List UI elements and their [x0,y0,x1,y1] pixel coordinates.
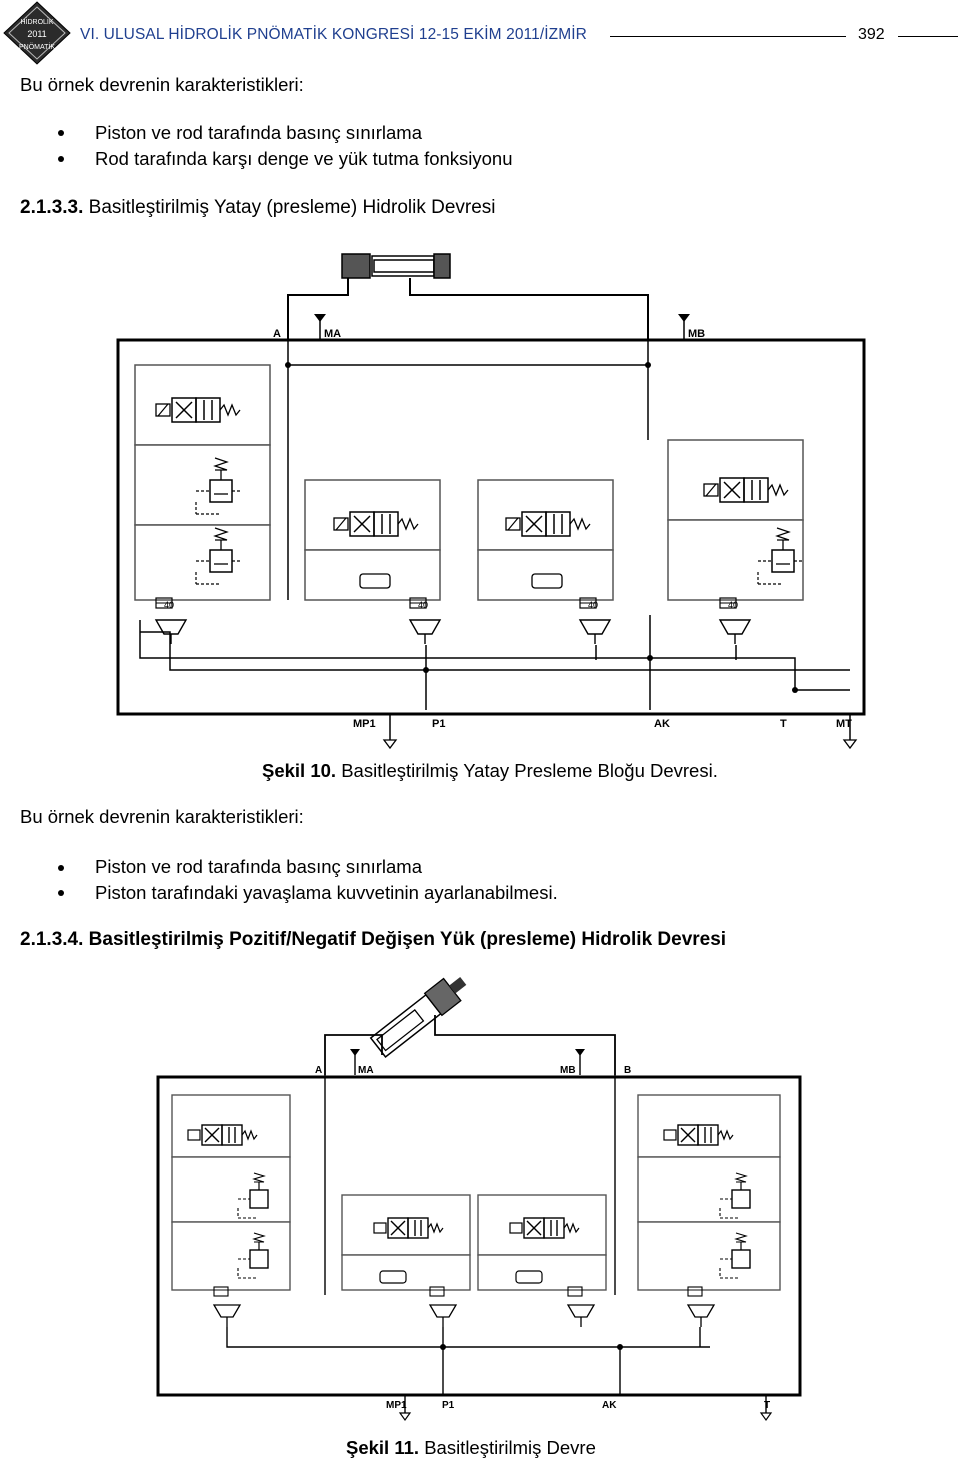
fig11-port-ma-label: MA [358,1065,374,1076]
port-mt-label: MT [836,718,852,730]
port-p1-label: P1 [432,718,445,730]
fig11-port-mb-label: MB [560,1065,576,1076]
manifold-block-2 [156,1075,802,1397]
section2-bullet-2: Piston tarafındaki yavaşlama kuvvetinin … [95,882,558,903]
section2-intro: Bu örnek devrenin karakteristikleri: [20,806,304,827]
manifold-block [116,338,866,716]
section2-heading-number: 2.1.3.4. [20,929,84,950]
header-rule-left [610,36,846,37]
congress-logo: HİDROLİK 2011 PNÖMATİK [2,0,72,66]
fig11-port-b-label: B [624,1065,631,1076]
section1-intro: Bu örnek devrenin karakteristikleri: [20,74,304,95]
fig11-port-mp1-label: MP1 [386,1400,407,1411]
port-t-label: T [780,718,787,730]
check-valve-label: 40 [418,600,428,610]
section1-bullet-1: Piston ve rod tarafında basınç sınırlama [95,122,423,143]
section2-heading-title: Basitleştirilmiş Pozitif/Negatif Değişen… [88,929,727,950]
bullet-dot [58,890,64,896]
port-ma-label: MA [324,328,341,340]
section1-heading: 2.1.3.3. Basitleştirilmiş Yatay (preslem… [20,197,496,219]
port-ak-label: AK [654,718,670,730]
section1-heading-title: Basitleştirilmiş Yatay (presleme) Hidrol… [88,197,496,218]
bullet-dot [58,156,64,162]
fig11-port-ak-label: AK [602,1400,617,1411]
port-mp1-label: MP1 [353,718,376,730]
bullet-dot [58,130,64,136]
logo-line-2: 2011 [27,29,46,39]
fig11-port-a-label: A [315,1065,322,1076]
header-title: VI. ULUSAL HİDROLİK PNÖMATİK KONGRESİ 12… [80,26,587,43]
check-valve-label: 40 [164,600,174,610]
fig11-port-p1-label: P1 [442,1400,455,1411]
logo-line-3: PNÖMATİK [19,42,55,51]
section2-bullet-1: Piston ve rod tarafında basınç sınırlama [95,856,423,877]
section1-bullet-2: Rod tarafında karşı denge ve yük tutma f… [95,148,513,169]
page-number: 392 [858,26,885,43]
figure11-caption: Şekil 11. Basitleştirilmiş Devre [346,1437,596,1459]
check-valve-label: 40 [588,600,598,610]
section1-heading-number: 2.1.3.3. [20,197,84,218]
header-rule-right [898,36,958,37]
hydraulic-cylinder [341,253,451,279]
logo-line-1: HİDROLİK [20,17,53,26]
check-valve-label: 40 [728,600,738,610]
fig11-port-t-label: T [764,1400,770,1411]
inclined-hydraulic-cylinder [369,977,467,1058]
ma-test-point [314,314,326,340]
figure10-caption-label: Şekil 10. [262,760,337,781]
figure11-caption-label: Şekil 11. [346,1437,420,1458]
figure10-caption-text: Basitleştirilmiş Yatay Presleme Bloğu De… [341,760,718,781]
bullet-dot [58,865,64,871]
figure11-caption-text: Basitleştirilmiş Devre [424,1437,596,1458]
section2-heading: 2.1.3.4. Basitleştirilmiş Pozitif/Negati… [20,929,726,951]
port-mb-label: MB [688,328,705,340]
port-a-label: A [273,328,281,340]
mb-test-point [678,314,690,340]
figure-10-hydraulic-circuit: A MA MB 40 40 40 40 MP1 P1 [116,253,866,750]
figure10-caption: Şekil 10. Basitleştirilmiş Yatay Preslem… [262,760,718,782]
figure-11-hydraulic-circuit: A MA MB B MP1 P1 AK T [156,977,802,1422]
